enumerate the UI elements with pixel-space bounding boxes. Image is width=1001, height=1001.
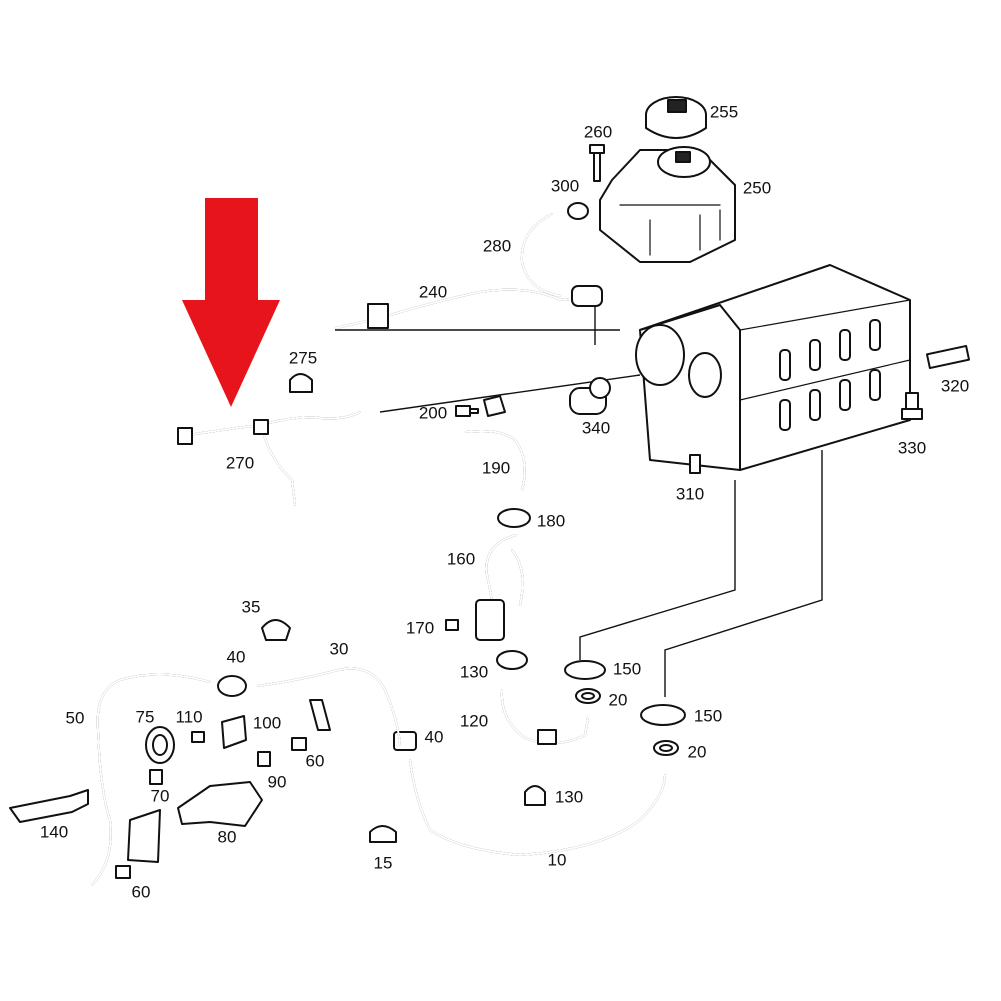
part-255-cap [645, 96, 707, 139]
callout-300: 300 [550, 176, 580, 196]
part-150-clamp-b [640, 704, 686, 726]
callout-160: 160 [446, 549, 476, 569]
part-40-clamp-b [393, 731, 417, 751]
callout-330: 330 [897, 438, 927, 458]
callout-60-lower: 60 [131, 882, 151, 902]
callout-130-lower: 130 [554, 787, 584, 807]
part-110-bolt [191, 731, 205, 743]
part-60-bolt-b [115, 865, 131, 879]
part-240-hose [335, 285, 603, 329]
callout-320: 320 [940, 376, 970, 396]
part-270-hose [177, 411, 361, 506]
part-100-bracket [221, 715, 247, 749]
callout-120: 120 [459, 711, 489, 731]
callout-150-lower: 150 [693, 706, 723, 726]
part-20-seal-b [653, 740, 679, 756]
callout-150-upper: 150 [612, 659, 642, 679]
part-30-hose [257, 667, 401, 746]
part-10-hose [409, 759, 666, 856]
part-200-bolt [455, 405, 479, 417]
part-180-clamp [497, 508, 531, 528]
part-280-hose [520, 213, 561, 297]
callout-340: 340 [581, 418, 611, 438]
callout-90: 90 [267, 772, 287, 792]
part-130-clamp-bottom [524, 785, 546, 806]
part-140-bracket [9, 789, 89, 823]
part-250-reservoir [599, 146, 736, 263]
part-60-bolt-a [291, 737, 307, 751]
callout-60-upper: 60 [305, 751, 325, 771]
callout-50: 50 [65, 708, 85, 728]
callout-275: 275 [288, 348, 318, 368]
part-20-seal-a [575, 688, 601, 704]
callout-10: 10 [547, 850, 567, 870]
part-90-bolt [257, 751, 271, 767]
callout-140: 140 [39, 822, 69, 842]
part-340-thermostat [569, 377, 611, 415]
callout-250: 250 [742, 178, 772, 198]
callout-270: 270 [225, 453, 255, 473]
part-35-clamp [261, 619, 291, 641]
part-330-bolt [901, 392, 923, 420]
callout-280: 280 [482, 236, 512, 256]
callout-310: 310 [675, 484, 705, 504]
callout-190: 190 [481, 458, 511, 478]
part-310-intercooler [635, 264, 911, 474]
callout-70: 70 [150, 786, 170, 806]
part-120-hose [500, 689, 589, 745]
callout-110: 110 [175, 707, 203, 727]
part-40-clamp-a [217, 675, 247, 697]
callout-240: 240 [418, 282, 448, 302]
callout-260: 260 [583, 122, 613, 142]
part-260-bolt [589, 144, 605, 182]
part-150-clamp-a [564, 660, 606, 680]
callout-200: 200 [418, 403, 448, 423]
part-70-bolt [149, 769, 163, 785]
callout-35: 35 [241, 597, 261, 617]
part-80-bracket [177, 781, 263, 827]
callout-180: 180 [536, 511, 566, 531]
part-275-clamp [289, 373, 313, 393]
callout-100: 100 [252, 713, 282, 733]
callout-15: 15 [373, 853, 393, 873]
callout-170: 170 [405, 618, 435, 638]
callout-40-upper: 40 [226, 647, 246, 667]
callout-20-upper: 20 [608, 690, 628, 710]
part-160-hose [475, 534, 524, 641]
part-75-clamp [145, 726, 175, 764]
part-170-bolt [445, 619, 459, 631]
callout-130-upper: 130 [459, 662, 489, 682]
callout-255: 255 [709, 102, 739, 122]
red-down-arrow-icon [182, 198, 280, 407]
callout-75: 75 [135, 707, 155, 727]
callout-80: 80 [217, 827, 237, 847]
part-190-hose [465, 395, 526, 491]
part-50-hose [91, 673, 211, 886]
callout-40-lower: 40 [424, 727, 444, 747]
callout-20-lower: 20 [687, 742, 707, 762]
callout-30: 30 [329, 639, 349, 659]
part-130-clamp-top [496, 650, 528, 670]
part-15-clamp [369, 825, 397, 843]
part-300-clamp [567, 202, 589, 220]
part-320-sensor [925, 344, 971, 370]
